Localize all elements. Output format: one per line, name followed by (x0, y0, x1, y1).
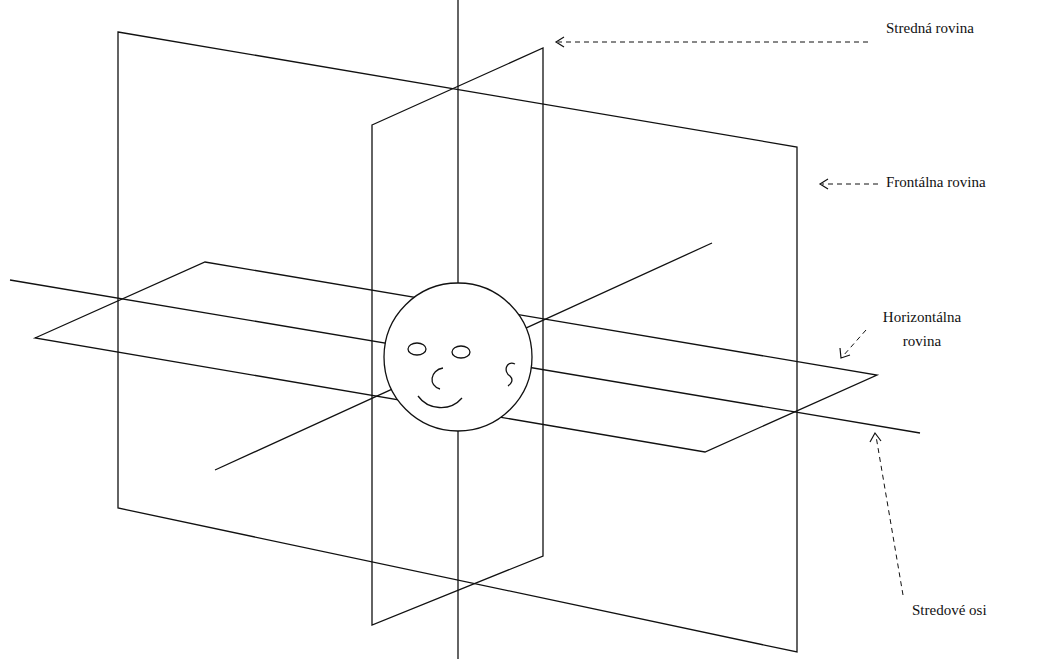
plane-label: Horizontálna rovina (872, 305, 972, 353)
transverse-axis (10, 280, 920, 433)
plane-label: Stredná rovina (886, 16, 1046, 40)
horizontal-plane (35, 262, 877, 452)
sagittal-axis (215, 243, 712, 470)
head (384, 283, 532, 431)
leader-lines (558, 42, 903, 595)
plane-label: Frontálna rovina (886, 170, 1046, 194)
plane-label: Stredové osi (912, 598, 1042, 622)
arrowheads (556, 37, 881, 442)
